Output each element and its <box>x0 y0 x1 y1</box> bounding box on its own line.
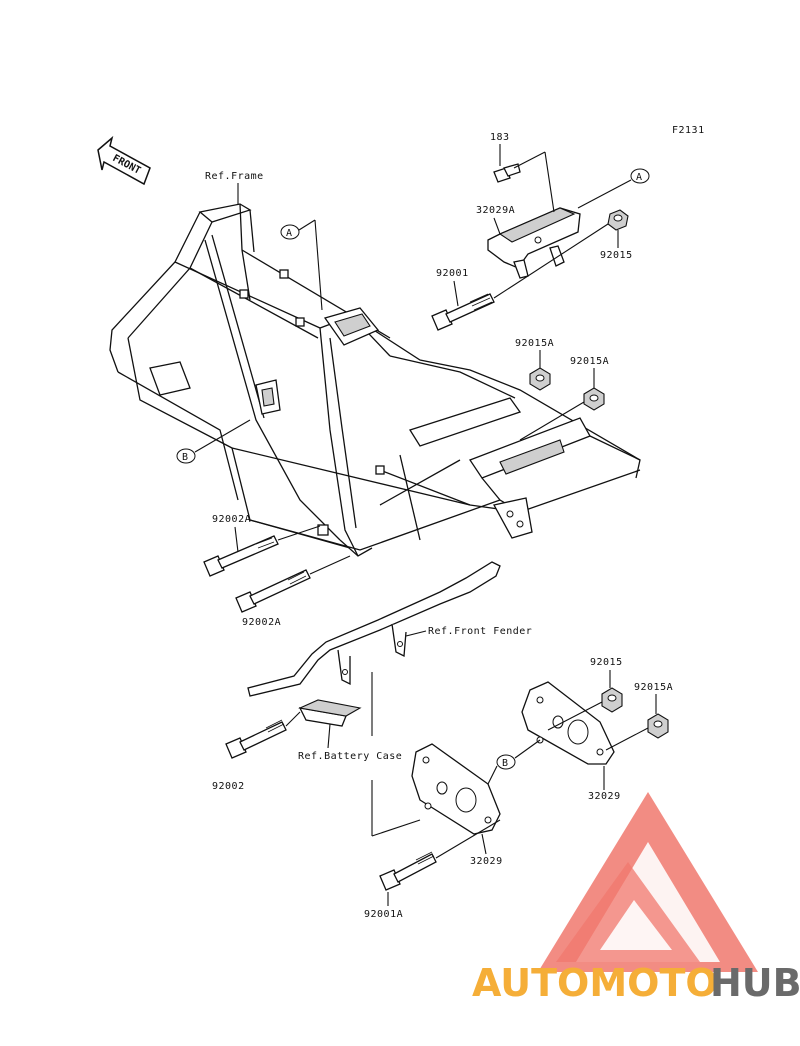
bolt-92001a <box>379 819 501 891</box>
bolt-92002a-lower <box>235 555 351 613</box>
part-92015a-right-label: 92015A <box>570 356 609 367</box>
callout-b-left: B <box>176 419 251 464</box>
part-32029-left-label: 32029 <box>470 856 503 867</box>
callout-a-upper: A <box>280 219 323 311</box>
part-92015-lower-label: 92015 <box>590 657 623 668</box>
part-92001a-label: 92001A <box>364 909 403 920</box>
plate-32029-right <box>521 681 615 765</box>
svg-text:A: A <box>286 228 293 239</box>
nut-92015a-left <box>529 367 551 391</box>
nut-92015-upper <box>607 209 629 231</box>
part-183-label: 183 <box>490 132 510 143</box>
bolt-92002a-upper <box>203 525 321 577</box>
part-92015a-lower-label: 92015A <box>634 682 673 693</box>
nut-92015a-lower <box>647 713 669 739</box>
svg-text:B: B <box>502 758 509 769</box>
part-92015-upper-label: 92015 <box>600 250 633 261</box>
svg-text:A: A <box>636 172 643 183</box>
frame-drawing <box>109 203 641 557</box>
lower-stay-bracket <box>247 561 501 727</box>
nut-92015-lower <box>601 687 623 713</box>
figure-code: F2131 <box>672 125 705 136</box>
bolt-92002 <box>225 711 301 759</box>
plate-32029-left <box>411 743 501 835</box>
front-arrow-icon: FRONT <box>97 135 151 186</box>
part-32029-right-label: 32029 <box>588 791 621 802</box>
nut-92015a-right <box>583 387 605 411</box>
part-92001-label: 92001 <box>436 268 469 279</box>
ref-front-fender-label: Ref.Front Fender <box>428 626 532 637</box>
watermark-automoto: AUTOMOTO <box>472 961 718 1005</box>
bracket-32029a <box>487 207 581 279</box>
svg-text:B: B <box>182 452 189 463</box>
ref-battery-case-label: Ref.Battery Case <box>298 751 402 762</box>
ref-frame-label: Ref.Frame <box>205 171 264 182</box>
part-92015a-left-label: 92015A <box>515 338 554 349</box>
part-32029a-label: 32029A <box>476 205 515 216</box>
part-92002a-upper-label: 92002A <box>212 514 251 525</box>
callout-a-right: A <box>577 168 650 209</box>
part-92002a-lower-label: 92002A <box>242 617 281 628</box>
automotohub-logo: AUTOMOTO HUB <box>472 792 800 1005</box>
bolt-92001 <box>431 223 609 331</box>
callout-b-right: B <box>487 739 541 785</box>
part-92002-label: 92002 <box>212 781 245 792</box>
watermark-hub: HUB <box>710 961 800 1005</box>
